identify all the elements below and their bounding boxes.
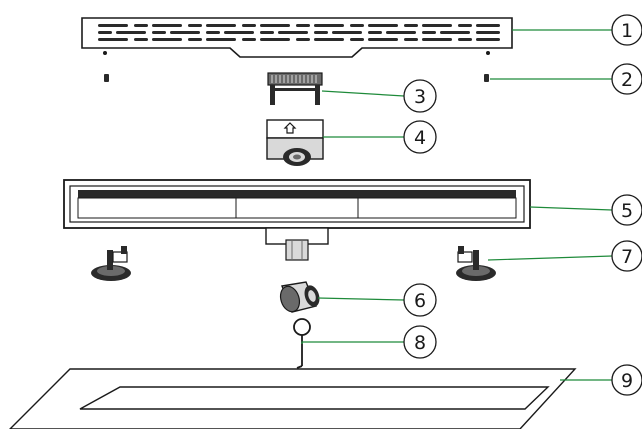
callout-5: 5 — [611, 194, 642, 226]
callout-2-label: 2 — [621, 69, 633, 91]
leader-lines — [301, 29, 613, 381]
callout-7-label: 7 — [621, 246, 633, 268]
lift-hook — [293, 318, 311, 369]
grate-cover — [81, 17, 513, 58]
callout-5-label: 5 — [621, 200, 633, 222]
drain-channel — [63, 179, 531, 261]
callout-8: 8 — [403, 325, 437, 359]
callout-7: 7 — [611, 240, 642, 272]
screws — [104, 74, 489, 82]
callout-9-label: 9 — [621, 370, 633, 392]
callout-4: 4 — [403, 120, 437, 154]
callout-2: 2 — [611, 63, 642, 95]
callout-4-label: 4 — [414, 127, 426, 149]
odour-trap — [266, 119, 324, 166]
callout-3-label: 3 — [414, 86, 426, 108]
callout-6: 6 — [403, 283, 437, 317]
adjustable-leg-right — [456, 246, 496, 281]
outlet-pipe — [279, 281, 320, 313]
callout-8-label: 8 — [414, 332, 426, 354]
adjustable-leg-left — [91, 246, 131, 281]
callout-3: 3 — [403, 79, 437, 113]
callout-1-label: 1 — [621, 20, 633, 42]
hair-strainer — [267, 72, 323, 105]
callout-1: 1 — [611, 14, 642, 46]
tile-frame — [9, 368, 577, 429]
callout-6-label: 6 — [414, 290, 426, 312]
arrow-up-icon — [283, 122, 297, 134]
grate-slots — [98, 24, 500, 41]
callout-9: 9 — [611, 364, 642, 396]
